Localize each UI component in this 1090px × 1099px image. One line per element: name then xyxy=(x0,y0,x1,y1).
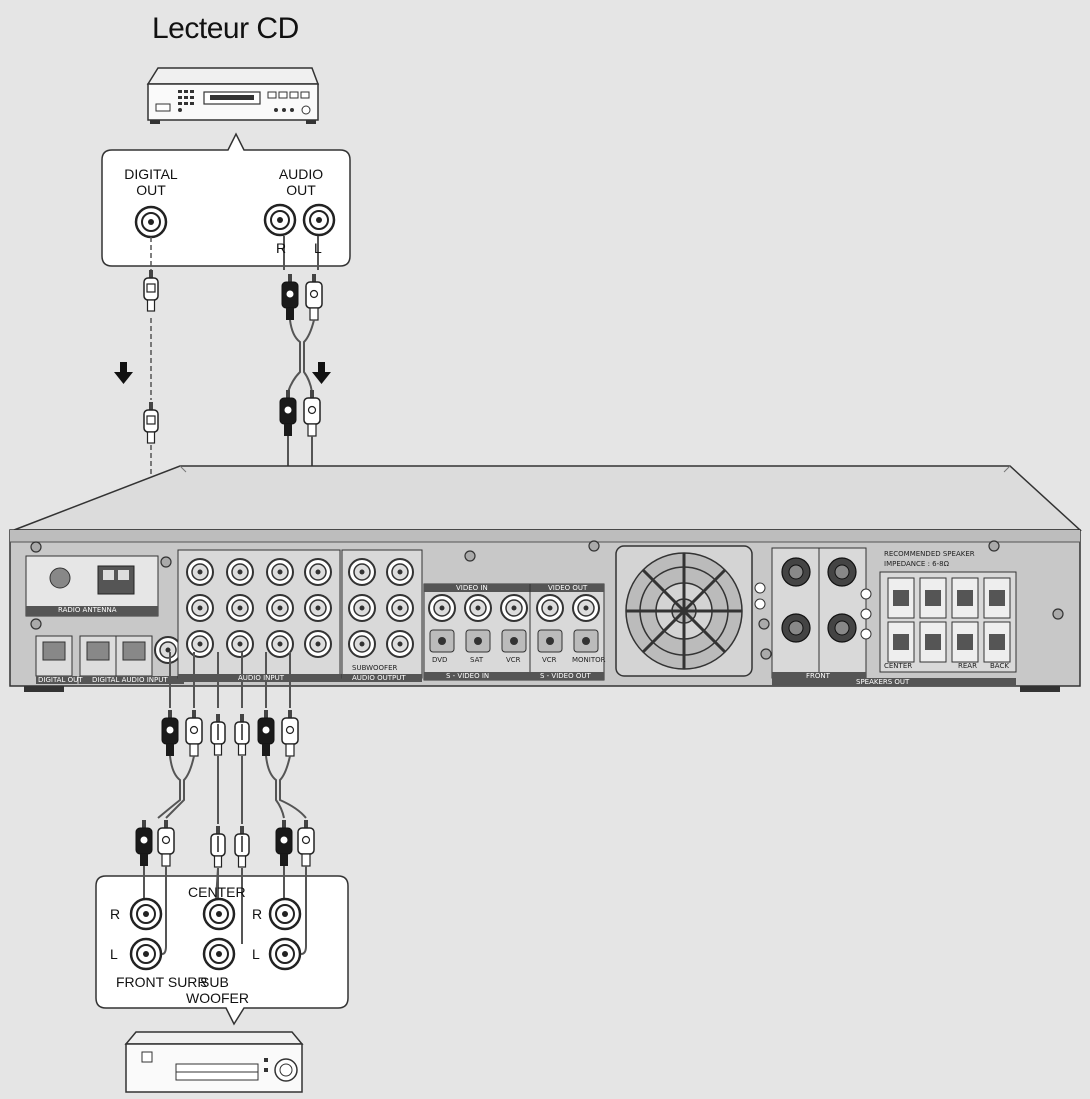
video-out-label: VIDEO OUT xyxy=(548,584,588,592)
amp-center-jack xyxy=(202,897,236,931)
amp-front-surr-label: FRONT SURR xyxy=(116,974,208,990)
back-speaker-label: BACK xyxy=(990,662,1009,670)
vcr-out-label: VCR xyxy=(542,656,557,664)
amp-woofer-label: WOOFER xyxy=(186,990,249,1006)
front-speaker-label: FRONT xyxy=(806,672,830,680)
amp-sub-woofer-jack xyxy=(202,937,236,971)
fan-grille xyxy=(615,545,753,677)
video-in-label: VIDEO IN xyxy=(456,584,488,592)
amp-front-r-jack xyxy=(129,897,163,931)
amp-front-l-jack xyxy=(129,937,163,971)
radio-antenna-label: RADIO ANTENNA xyxy=(58,606,117,614)
audio-label-line2: OUT xyxy=(286,182,316,198)
vcr-in-label: VCR xyxy=(506,656,521,664)
cd-audio-out-r-jack xyxy=(263,203,297,237)
monitor-label: MONITOR xyxy=(572,656,606,664)
digital-label-line2: OUT xyxy=(136,182,166,198)
impedance-label: IMPEDANCE : 6-8Ω xyxy=(884,560,949,568)
cd-player-icon xyxy=(146,67,320,124)
amp-surr-l-jack xyxy=(268,937,302,971)
digital-audio-input-label: DIGITAL AUDIO INPUT xyxy=(92,676,168,684)
s-video-out-label: S - VIDEO OUT xyxy=(540,672,591,680)
amp-center-label: CENTER xyxy=(188,884,246,900)
dvd-label: DVD xyxy=(432,656,448,664)
cd-right-label: R xyxy=(276,240,287,256)
amp-front-r-label: R xyxy=(110,906,121,922)
amp-surr-r-jack xyxy=(268,897,302,931)
cd-audio-out-l-jack xyxy=(302,203,336,237)
arrow-down-icon xyxy=(312,362,331,384)
amp-front-l-label: L xyxy=(110,946,118,962)
cd-digital-out-label: DIGITAL OUT xyxy=(114,166,188,198)
amp-surr-l-label: L xyxy=(252,946,260,962)
av-receiver xyxy=(9,465,1082,692)
recommended-speaker-label: RECOMMENDED SPEAKER xyxy=(884,550,975,558)
speakers-out-label: SPEAKERS OUT xyxy=(856,678,910,686)
subwoofer-label: SUBWOOFER xyxy=(352,664,398,672)
audio-input-label: AUDIO INPUT xyxy=(238,674,285,682)
amplifier-icon xyxy=(124,1031,304,1093)
audio-output-label: AUDIO OUTPUT xyxy=(352,674,406,682)
audio-label-line1: AUDIO xyxy=(278,166,324,182)
page-title: Lecteur CD xyxy=(152,12,299,45)
s-video-in-label: S - VIDEO IN xyxy=(446,672,490,680)
sat-label: SAT xyxy=(470,656,484,664)
digital-label-line1: DIGITAL xyxy=(124,166,178,182)
cd-audio-out-label: AUDIO OUT xyxy=(266,166,336,198)
amp-surr-r-label: R xyxy=(252,906,263,922)
center-speaker-label: CENTER xyxy=(884,662,913,670)
amp-sub-label: SUB xyxy=(200,974,229,990)
rear-speaker-label: REAR xyxy=(958,662,977,670)
cd-output-panel xyxy=(101,132,351,267)
cd-left-label: L xyxy=(314,240,322,256)
digital-out-label: DIGITAL OUT xyxy=(38,676,83,684)
arrow-down-icon xyxy=(114,362,133,384)
cd-digital-out-jack xyxy=(134,205,168,239)
